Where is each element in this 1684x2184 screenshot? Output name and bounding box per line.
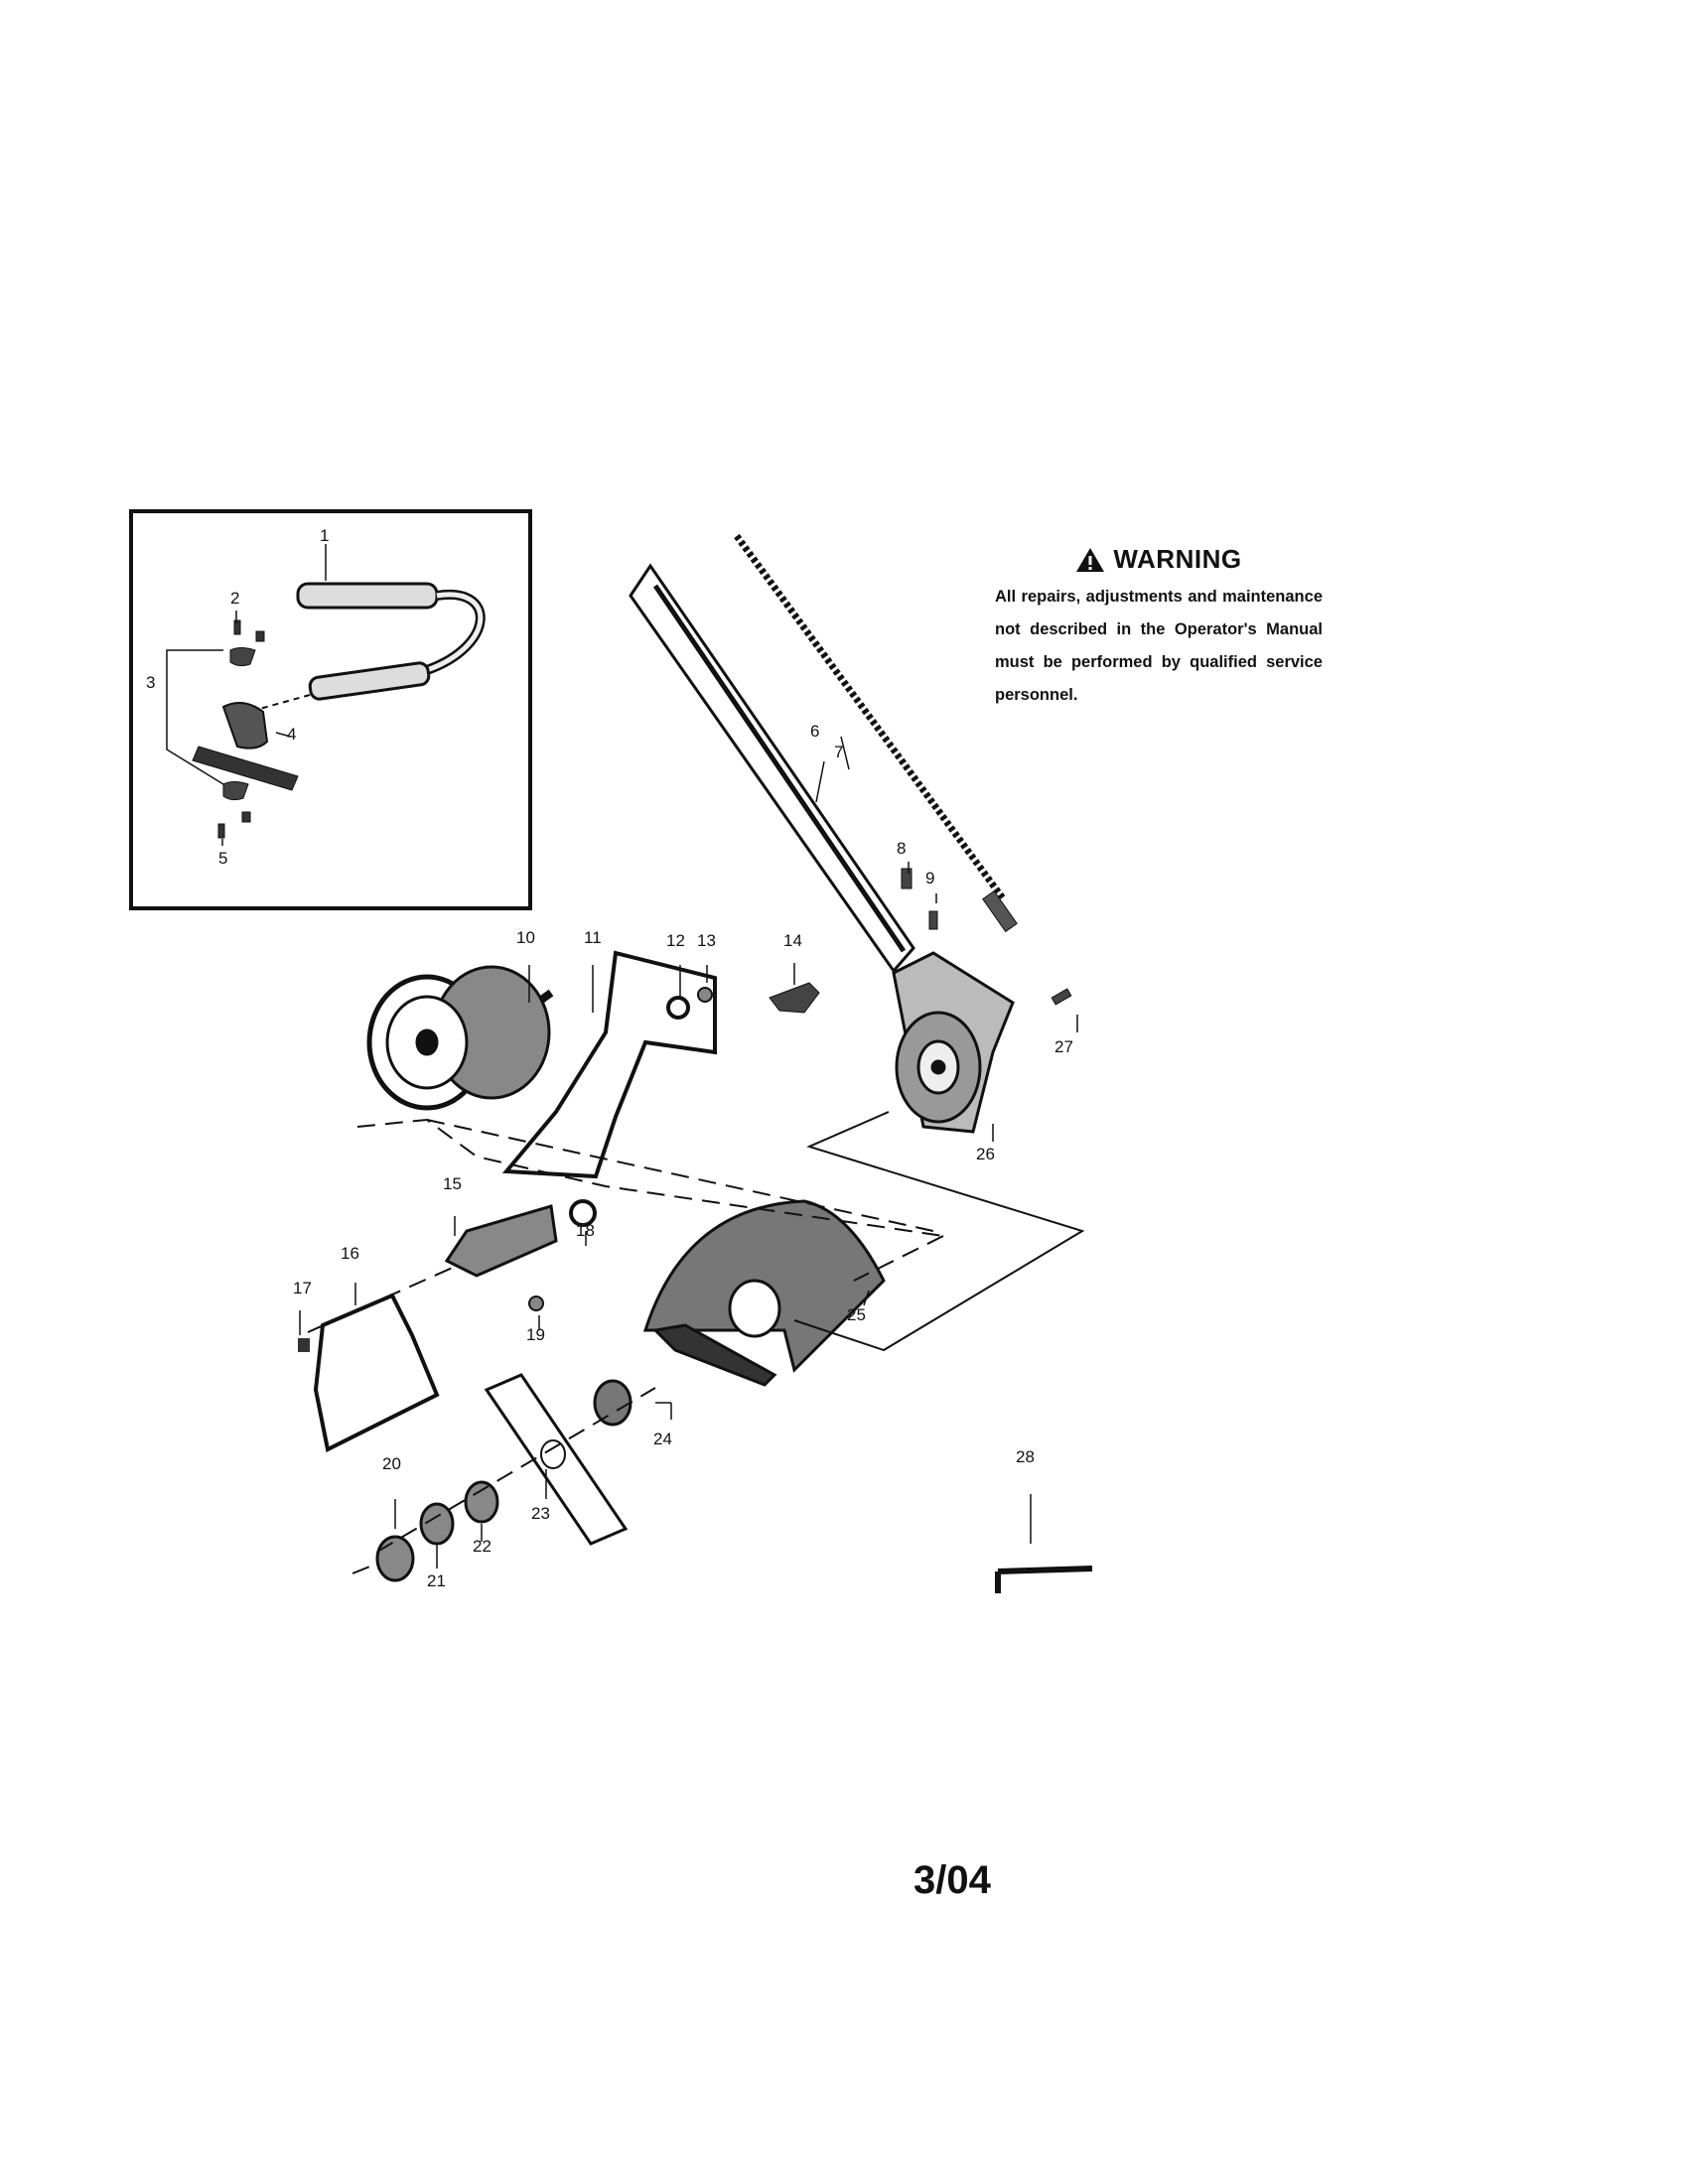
handle-screws <box>217 619 265 839</box>
callout-12: 12 <box>666 931 685 950</box>
callout-26: 26 <box>976 1145 995 1163</box>
callout-18: 18 <box>576 1221 595 1240</box>
holder-washer <box>569 1199 597 1227</box>
callout-1: 1 <box>320 526 329 545</box>
warning-box: WARNING All repairs, adjustments and mai… <box>995 544 1323 712</box>
throttle-cable <box>237 582 486 716</box>
callout-22: 22 <box>473 1537 491 1556</box>
warning-heading: WARNING <box>995 544 1323 575</box>
page-date: 3/04 <box>913 1858 991 1902</box>
callout-19: 19 <box>526 1325 545 1344</box>
callout-27: 27 <box>1054 1037 1073 1056</box>
warning-triangle-icon <box>1076 547 1105 572</box>
callout-6: 6 <box>810 722 819 741</box>
callout-4: 4 <box>287 725 296 744</box>
inset-frame <box>129 509 532 910</box>
adjustment-knob <box>769 982 820 1014</box>
blade-spacer <box>593 1379 632 1427</box>
wheel-bracket <box>501 950 717 1179</box>
callout-3: 3 <box>146 673 155 692</box>
blade-washer <box>464 1480 499 1524</box>
callout-10: 10 <box>516 928 535 947</box>
callout-11: 11 <box>584 928 602 947</box>
throttle-trigger <box>192 647 299 801</box>
callout-23: 23 <box>531 1504 550 1523</box>
gearbox-mount-lines <box>793 1111 1085 1352</box>
callout-2: 2 <box>230 589 239 608</box>
debris-flap <box>313 1293 440 1452</box>
callout-3-bracket <box>166 649 224 785</box>
edger-wheel <box>366 965 551 1111</box>
blade-hole <box>540 1439 566 1469</box>
gearbox <box>892 951 1015 1134</box>
callout-25: 25 <box>847 1305 866 1324</box>
callout-28: 28 <box>1016 1447 1035 1466</box>
shaft-tube <box>629 563 915 974</box>
blade-holder <box>444 1204 558 1278</box>
warning-title: WARNING <box>1113 544 1242 574</box>
callout-16: 16 <box>341 1244 359 1263</box>
assembly-lines <box>307 1118 944 1574</box>
bracket-washer <box>666 996 690 1020</box>
callout-9: 9 <box>925 869 934 887</box>
callout-14: 14 <box>783 931 802 950</box>
callout-20: 20 <box>382 1454 401 1473</box>
callout-13: 13 <box>697 931 716 950</box>
gearbox-screw <box>1051 988 1072 1006</box>
bracket-nut <box>697 987 713 1003</box>
holder-nut <box>528 1296 544 1311</box>
callout-7: 7 <box>834 743 843 761</box>
callout-17: 17 <box>293 1279 312 1297</box>
callout-leaders <box>299 736 1078 1569</box>
callout-15: 15 <box>443 1174 462 1193</box>
shaft-screws <box>901 868 938 930</box>
inset-leaders <box>221 544 327 846</box>
flex-drive-shaft <box>734 533 1018 933</box>
hex-wrench <box>995 1566 1093 1593</box>
blade-nut <box>375 1535 415 1582</box>
warning-text: All repairs, adjustments and maintenance… <box>995 588 1323 704</box>
blade-guard <box>642 1199 886 1387</box>
callout-5: 5 <box>218 849 227 868</box>
callout-labels: 1 2 3 4 5 6 7 8 9 10 11 12 13 14 27 26 1… <box>146 526 1073 1590</box>
callout-21: 21 <box>427 1571 446 1590</box>
callout-24: 24 <box>653 1430 672 1448</box>
callout-8: 8 <box>897 839 906 858</box>
flap-screw <box>298 1338 310 1352</box>
